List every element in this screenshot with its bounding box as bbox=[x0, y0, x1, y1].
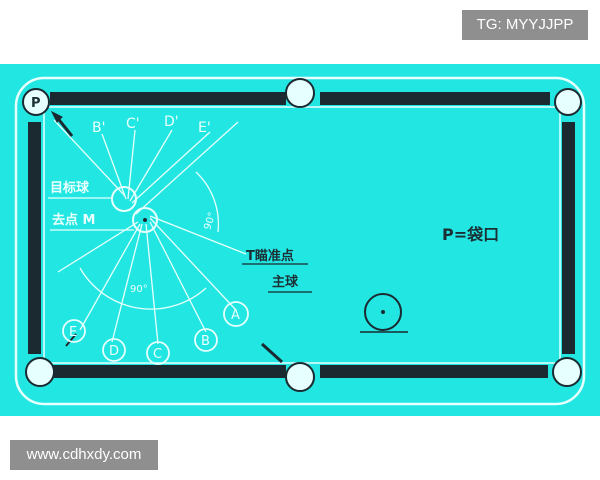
pocket-top-left bbox=[22, 88, 50, 116]
upper-letter-c: C' bbox=[126, 116, 140, 132]
rail-top-right bbox=[320, 92, 550, 105]
circle-b bbox=[194, 328, 218, 352]
diagram-background bbox=[0, 64, 600, 416]
circled-letter-b: B bbox=[201, 334, 210, 349]
position-m-label: 去点 M bbox=[52, 212, 95, 228]
pocket-bottom-middle bbox=[285, 362, 315, 392]
pocket-top-right bbox=[554, 88, 582, 116]
target-ball-label: 目标球 bbox=[50, 180, 90, 196]
pocket-top-middle bbox=[285, 78, 315, 108]
circle-a bbox=[223, 301, 249, 327]
ghost-ball bbox=[132, 207, 158, 233]
upper-letter-b: B' bbox=[92, 120, 105, 136]
pocket-bottom-right bbox=[552, 357, 582, 387]
legend-text: P=袋口 bbox=[442, 225, 499, 244]
pocket-label: P bbox=[31, 96, 41, 111]
rail-left bbox=[28, 122, 41, 354]
cue-ball-label: 主球 bbox=[272, 274, 299, 290]
circled-letter-e: E bbox=[69, 325, 77, 340]
watermark-tag: TG: MYYJJPP bbox=[462, 10, 588, 40]
upper-letter-d: D' bbox=[164, 114, 179, 130]
circled-letter-c: C bbox=[153, 347, 162, 362]
guide-lines bbox=[53, 119, 247, 345]
rail-bottom-left bbox=[52, 365, 286, 378]
cue-point-label: T瞄准点 bbox=[246, 248, 294, 264]
rail-right bbox=[562, 122, 575, 354]
circled-letter-a: A bbox=[231, 308, 240, 323]
circle-c bbox=[146, 341, 170, 365]
upper-letter-e: E' bbox=[198, 120, 211, 136]
angle-90-bottom: 90° bbox=[130, 284, 148, 295]
watermark-url: www.cdhxdy.com bbox=[10, 440, 158, 470]
rail-bottom-right bbox=[320, 365, 548, 378]
ghost-ball-center bbox=[143, 218, 147, 222]
circle-e bbox=[62, 319, 86, 343]
cue-ball bbox=[364, 293, 402, 331]
target-ball bbox=[111, 186, 137, 212]
pocket-bottom-left bbox=[25, 357, 55, 387]
arrows bbox=[50, 110, 284, 364]
circle-d bbox=[102, 338, 126, 362]
angle-90-right: 90° bbox=[202, 211, 218, 231]
circled-letters: E D C B A bbox=[62, 301, 249, 365]
cue-ball-center bbox=[381, 310, 385, 314]
circled-letter-d: D bbox=[109, 344, 119, 359]
pockets bbox=[22, 78, 582, 392]
pool-table-diagram: P 目标球 去点 M T瞄准点 主球 P=袋口 90° bbox=[0, 64, 600, 416]
table-rails bbox=[28, 92, 575, 378]
rail-top-left bbox=[50, 92, 286, 105]
